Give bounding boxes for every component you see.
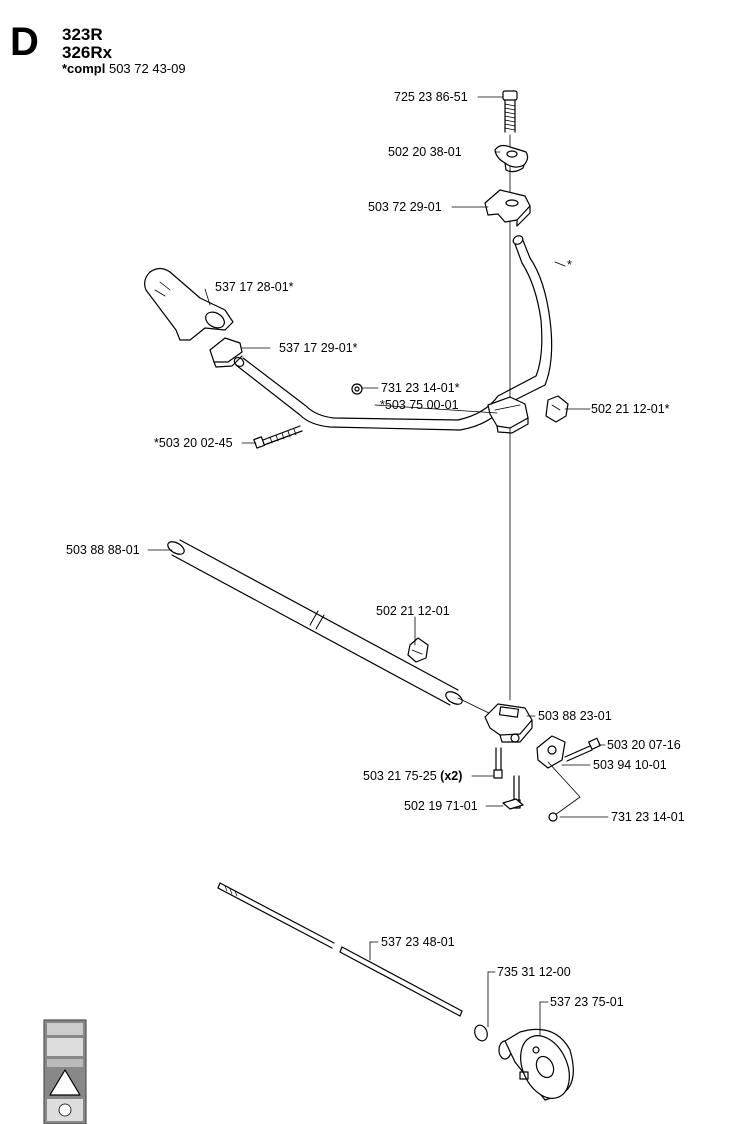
wing-knob-part xyxy=(494,144,529,173)
part-label: * xyxy=(567,258,572,272)
tube-clamp-part xyxy=(484,703,533,743)
nut-part xyxy=(351,383,363,395)
part-label: 725 23 86-51 xyxy=(394,90,468,104)
clamp-part xyxy=(484,189,531,227)
complete-assembly-number: *compl 503 72 43-09 xyxy=(62,62,186,75)
quantity-label: (x2) xyxy=(440,769,463,783)
part-label: *503 75 00-01 xyxy=(380,398,459,412)
part-label: 537 23 75-01 xyxy=(550,995,624,1009)
clutch-drum-part xyxy=(498,1028,574,1101)
model-name: 323R xyxy=(62,25,103,44)
section-letter: D xyxy=(10,20,39,64)
grip-insert-part xyxy=(209,337,243,368)
knob-part xyxy=(545,395,569,423)
part-label: 735 31 12-00 xyxy=(497,965,571,979)
part-label: 503 72 29-01 xyxy=(368,200,442,214)
nut-part xyxy=(548,812,558,822)
part-label: 502 21 12-01 xyxy=(376,604,450,618)
leader-lines xyxy=(147,96,609,1036)
part-label: 502 20 38-01 xyxy=(388,145,462,159)
part-label: 503 20 07-16 xyxy=(607,738,681,752)
model-name: 326Rx xyxy=(62,43,113,62)
part-label: 503 94 10-01 xyxy=(593,758,667,772)
reference-line xyxy=(547,761,581,816)
square-nut-part xyxy=(502,798,524,810)
part-label: 503 88 23-01 xyxy=(538,709,612,723)
safety-labels-icon xyxy=(43,1019,87,1124)
part-label-with-qty: 503 21 75-25 (x2) xyxy=(363,770,462,783)
knob-part xyxy=(407,637,429,663)
part-label: 731 23 14-01* xyxy=(381,381,460,395)
part-label: 502 19 71-01 xyxy=(404,799,478,813)
compl-number: 503 72 43-09 xyxy=(108,61,186,76)
bolt-part xyxy=(502,90,518,133)
part-label: 503 21 75-25 xyxy=(363,769,437,783)
loop-handle-tube xyxy=(233,235,553,431)
part-label: 537 23 48-01 xyxy=(381,935,455,949)
part-label: *503 20 02-45 xyxy=(154,436,233,450)
bracket-part xyxy=(536,735,566,769)
screw-part xyxy=(564,737,601,762)
handle-clamp-part xyxy=(487,396,529,434)
compl-prefix: *compl xyxy=(62,61,106,76)
screw-part xyxy=(253,425,303,449)
shaft-tube-part xyxy=(167,539,496,717)
ring-part xyxy=(474,1024,488,1042)
part-label: 537 17 29-01* xyxy=(279,341,358,355)
part-label: 502 21 12-01* xyxy=(591,402,670,416)
handle-grip-part xyxy=(144,267,234,341)
part-label: 731 23 14-01 xyxy=(611,810,685,824)
drive-shaft-part xyxy=(217,882,463,1017)
part-label: 537 17 28-01* xyxy=(215,280,294,294)
part-label: 503 88 88-01 xyxy=(66,543,140,557)
